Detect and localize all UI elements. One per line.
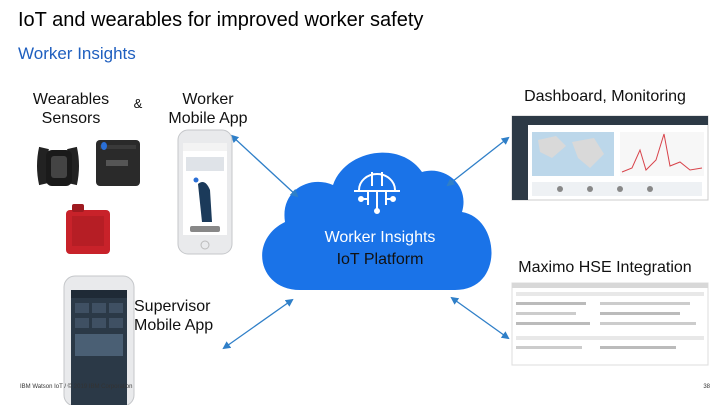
supervisor-app-phone-image [63, 275, 135, 405]
platform-label-line1: Worker Insights [324, 229, 436, 246]
platform-label-line2: IoT Platform [336, 251, 424, 268]
arrow-platform-maximo [450, 296, 510, 340]
worker-app-label-line1: Worker [182, 91, 234, 108]
worker-app-phone-image [177, 129, 233, 255]
supervisor-app-label-line2: Mobile App [134, 317, 214, 334]
sensor-box-image [96, 140, 140, 186]
worker-app-label-line2: Mobile App [168, 110, 248, 127]
slide-title: IoT and wearables for improved worker sa… [18, 9, 424, 31]
arrow-platform-dashboard [446, 136, 510, 187]
supervisor-app-label-line1: Supervisor [134, 298, 211, 315]
maximo-screenshot-image [511, 282, 709, 366]
wearables-label: Wearables Sensors [25, 90, 117, 128]
worker-app-label: Worker Mobile App [156, 90, 260, 128]
wearables-label-line1: Wearables [32, 91, 110, 108]
maximo-label: Maximo HSE Integration [518, 259, 692, 276]
arrow-platform-supervisor-app [222, 298, 294, 350]
page-number: 38 [703, 384, 710, 390]
footer-text: IBM Watson IoT / © 2019 IBM Corporation [20, 384, 133, 390]
red-tag-image [66, 204, 110, 254]
wristband-device-image [37, 146, 79, 186]
wearables-label-line2: Sensors [41, 110, 101, 127]
dashboard-screenshot-image [511, 115, 709, 201]
slide-subtitle: Worker Insights [18, 44, 136, 63]
hard-hat-circuit-icon [354, 172, 400, 214]
ampersand-label: & [133, 96, 143, 111]
dashboard-label: Dashboard, Monitoring [524, 88, 686, 105]
supervisor-app-label: Supervisor Mobile App [134, 297, 234, 335]
arrow-worker-app-platform [230, 134, 299, 198]
iot-platform-cloud [262, 152, 492, 290]
